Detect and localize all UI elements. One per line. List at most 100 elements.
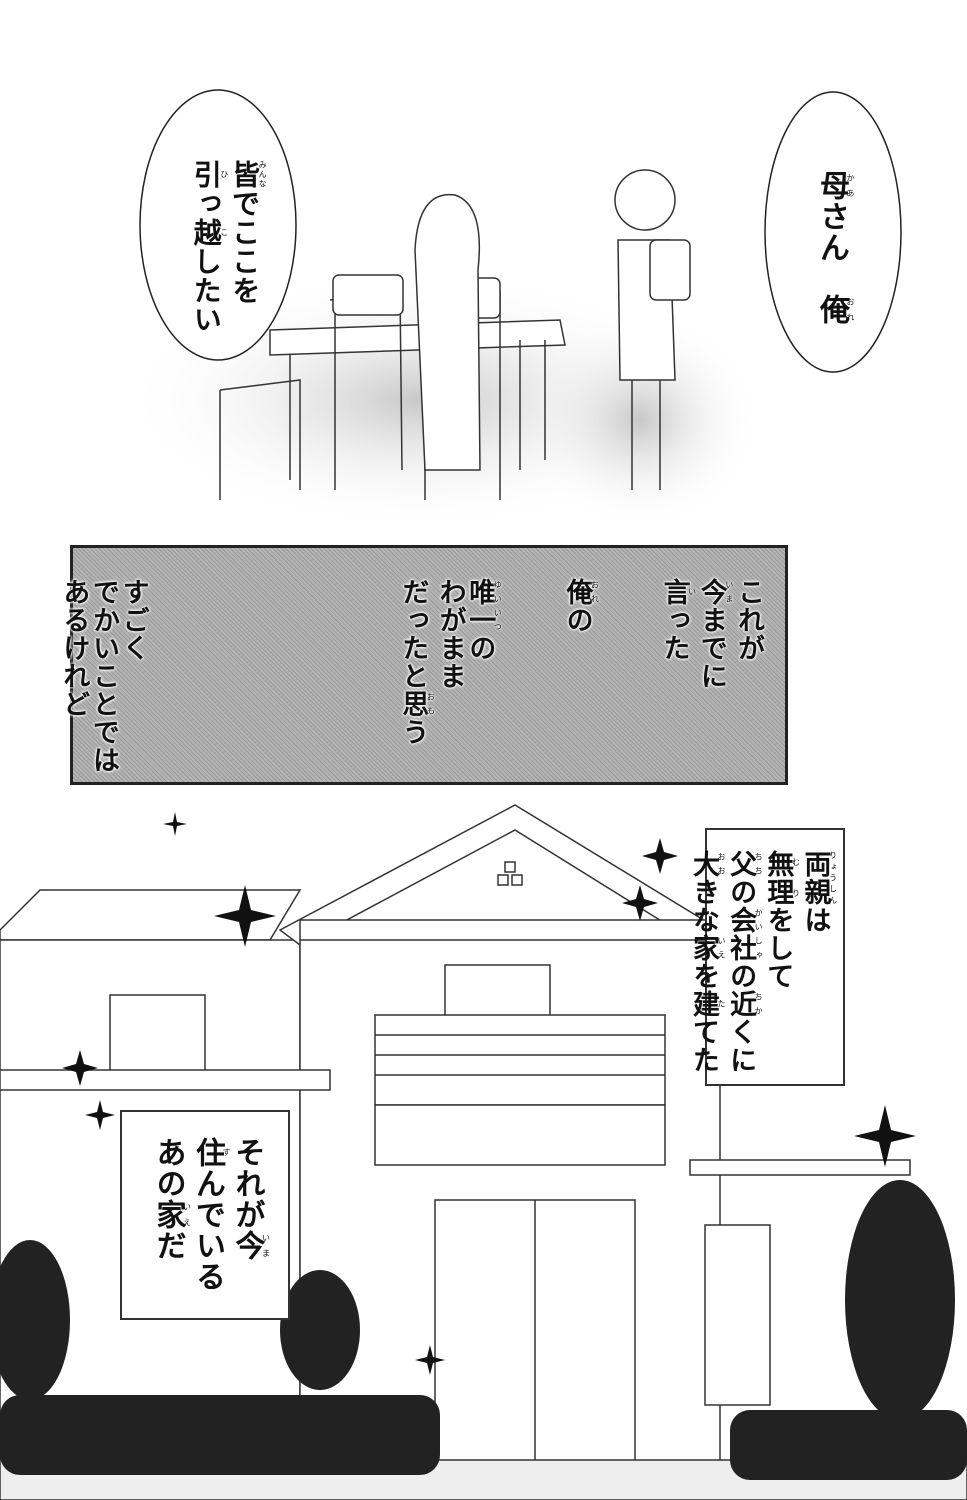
segment-base: 俺 [814,294,849,325]
text-segment: 無理むり [762,850,800,906]
segment-base: すごく [117,578,149,662]
text-segment: までに [696,606,727,690]
segment-base: これが [733,578,764,662]
segment-base: 家 [150,1199,186,1230]
caption-box-right: 両親りょうしんは無理むりをして父ちちの会社かいしゃの近ちかくに大おおきな家いえを… [688,828,845,1086]
segment-base: 思 [397,690,429,718]
speech-bubble-right-text: 母かあさん 俺おれ [814,170,855,325]
furigana: いえ [716,934,726,962]
segment-base: っ [189,189,223,218]
segment-base: 会社 [725,906,757,962]
text-segment: 両親りょうしん [799,850,838,906]
segment-base: 両親 [799,850,831,906]
segment-base: 引 [189,160,223,189]
text-segment: あの [151,1137,186,1199]
segment-base: の [464,634,496,662]
segment-base: は [799,906,831,934]
text-segment: 家いえ [688,934,726,962]
segment-base: 今 [695,578,727,606]
segment-base: 皆 [228,160,262,189]
text-segment: 住す [190,1137,231,1168]
furigana: い [687,578,697,606]
segment-base: てた [687,1018,719,1074]
text-segment: 会社かいしゃ [725,906,763,962]
text-segment: の [464,634,495,662]
segment-base: きな [687,878,719,934]
segment-base: 住 [190,1137,225,1168]
furigana: ゆいいつ [493,578,503,634]
text-segment: あるけれど [58,578,89,718]
text-segment: んでいる [190,1168,225,1292]
segment-base [814,263,849,294]
segment-base: の [725,962,757,990]
text-segment: の [561,606,592,634]
text-segment: でここを [228,189,261,305]
segment-base: までに [695,606,727,690]
text-column: それが今いま [229,1137,271,1292]
text-segment: った [659,606,690,662]
text-column: これが [733,578,764,774]
segment-base: 近 [725,990,757,1018]
furigana: こ [219,218,229,247]
text-segment: 越こ [190,218,229,247]
text-segment: う [397,718,428,746]
caption-box-left: それが今いま住すんでいるあの家いえだ [120,1110,290,1320]
text-column: 住すんでいる [190,1137,231,1292]
text-segment: 大おお [687,850,726,878]
text-segment: さん [814,201,849,263]
segment-base: でここを [228,189,262,305]
sparkle-icons [62,812,916,1375]
text-segment: 今いま [695,578,734,606]
text-segment: を [688,962,719,990]
segment-base: 今 [229,1230,265,1261]
text-segment: それが [230,1137,265,1230]
segment-base: の [725,878,757,906]
furigana: おれ [590,578,600,606]
text-column: だったと思おもう [397,578,435,774]
furigana: ちか [754,990,764,1018]
text-segment: は [800,906,831,934]
text-column: あの家いえだ [150,1137,192,1292]
segment-base: くに [725,1018,757,1074]
text-column: 皆みんなでここを [228,160,267,334]
speech-bubble-left [139,89,297,361]
text-column: 唯一ゆいいつの [464,578,503,774]
narration-box: これが今いままでに言いった俺おれの唯一ゆいいつのわがままだったと思おもうすごくで… [58,545,788,785]
text-segment: 父ちち [725,850,763,878]
speech-bubble-right [764,91,902,373]
text-segment: でかいことでは [88,578,119,774]
text-segment: したい [190,247,223,334]
segment-base: したい [189,247,223,334]
text-segment: 引ひ [189,160,229,189]
text-segment: 俺おれ [561,578,599,606]
text-column: 両親りょうしんは [799,850,838,1074]
text-segment: 思おも [397,690,435,718]
segment-base: をして [762,906,794,990]
text-column: 俺おれの [561,578,599,774]
text-segment: だったと [397,578,428,690]
furigana: いま [261,1230,271,1261]
caption-right-text: 両親りょうしんは無理むりをして父ちちの会社かいしゃの近ちかくに大おおきな家いえを… [687,850,838,1074]
narration-text: これが今いままでに言いった俺おれの唯一ゆいいつのわがままだったと思おもうすごくで… [58,578,764,774]
speech-bubble-left-text: 皆みんなでここを引ひっ越こしたい [190,160,267,334]
furigana: りょうしん [828,850,838,906]
text-segment: わがまま [435,578,466,690]
hedge [0,1180,967,1480]
segment-base: あるけれど [58,578,90,718]
segment-base: 唯一 [464,578,496,634]
text-segment: 今いま [229,1230,271,1261]
segment-base: わがまま [434,578,466,690]
caption-left-text: それが今いま住すんでいるあの家いえだ [150,1137,271,1292]
segment-base: 大 [687,850,719,878]
text-segment: 皆みんな [228,160,267,189]
furigana: おも [426,690,436,718]
text-segment: 近ちか [725,990,763,1018]
furigana: いま [724,578,734,606]
text-column: わがまま [435,578,466,774]
segment-base: だったと [397,578,429,690]
segment-base: 無理 [762,850,794,906]
text-column: 今いままでに [695,578,734,774]
segment-base: さん [814,201,849,263]
segment-base: 言 [658,578,690,606]
